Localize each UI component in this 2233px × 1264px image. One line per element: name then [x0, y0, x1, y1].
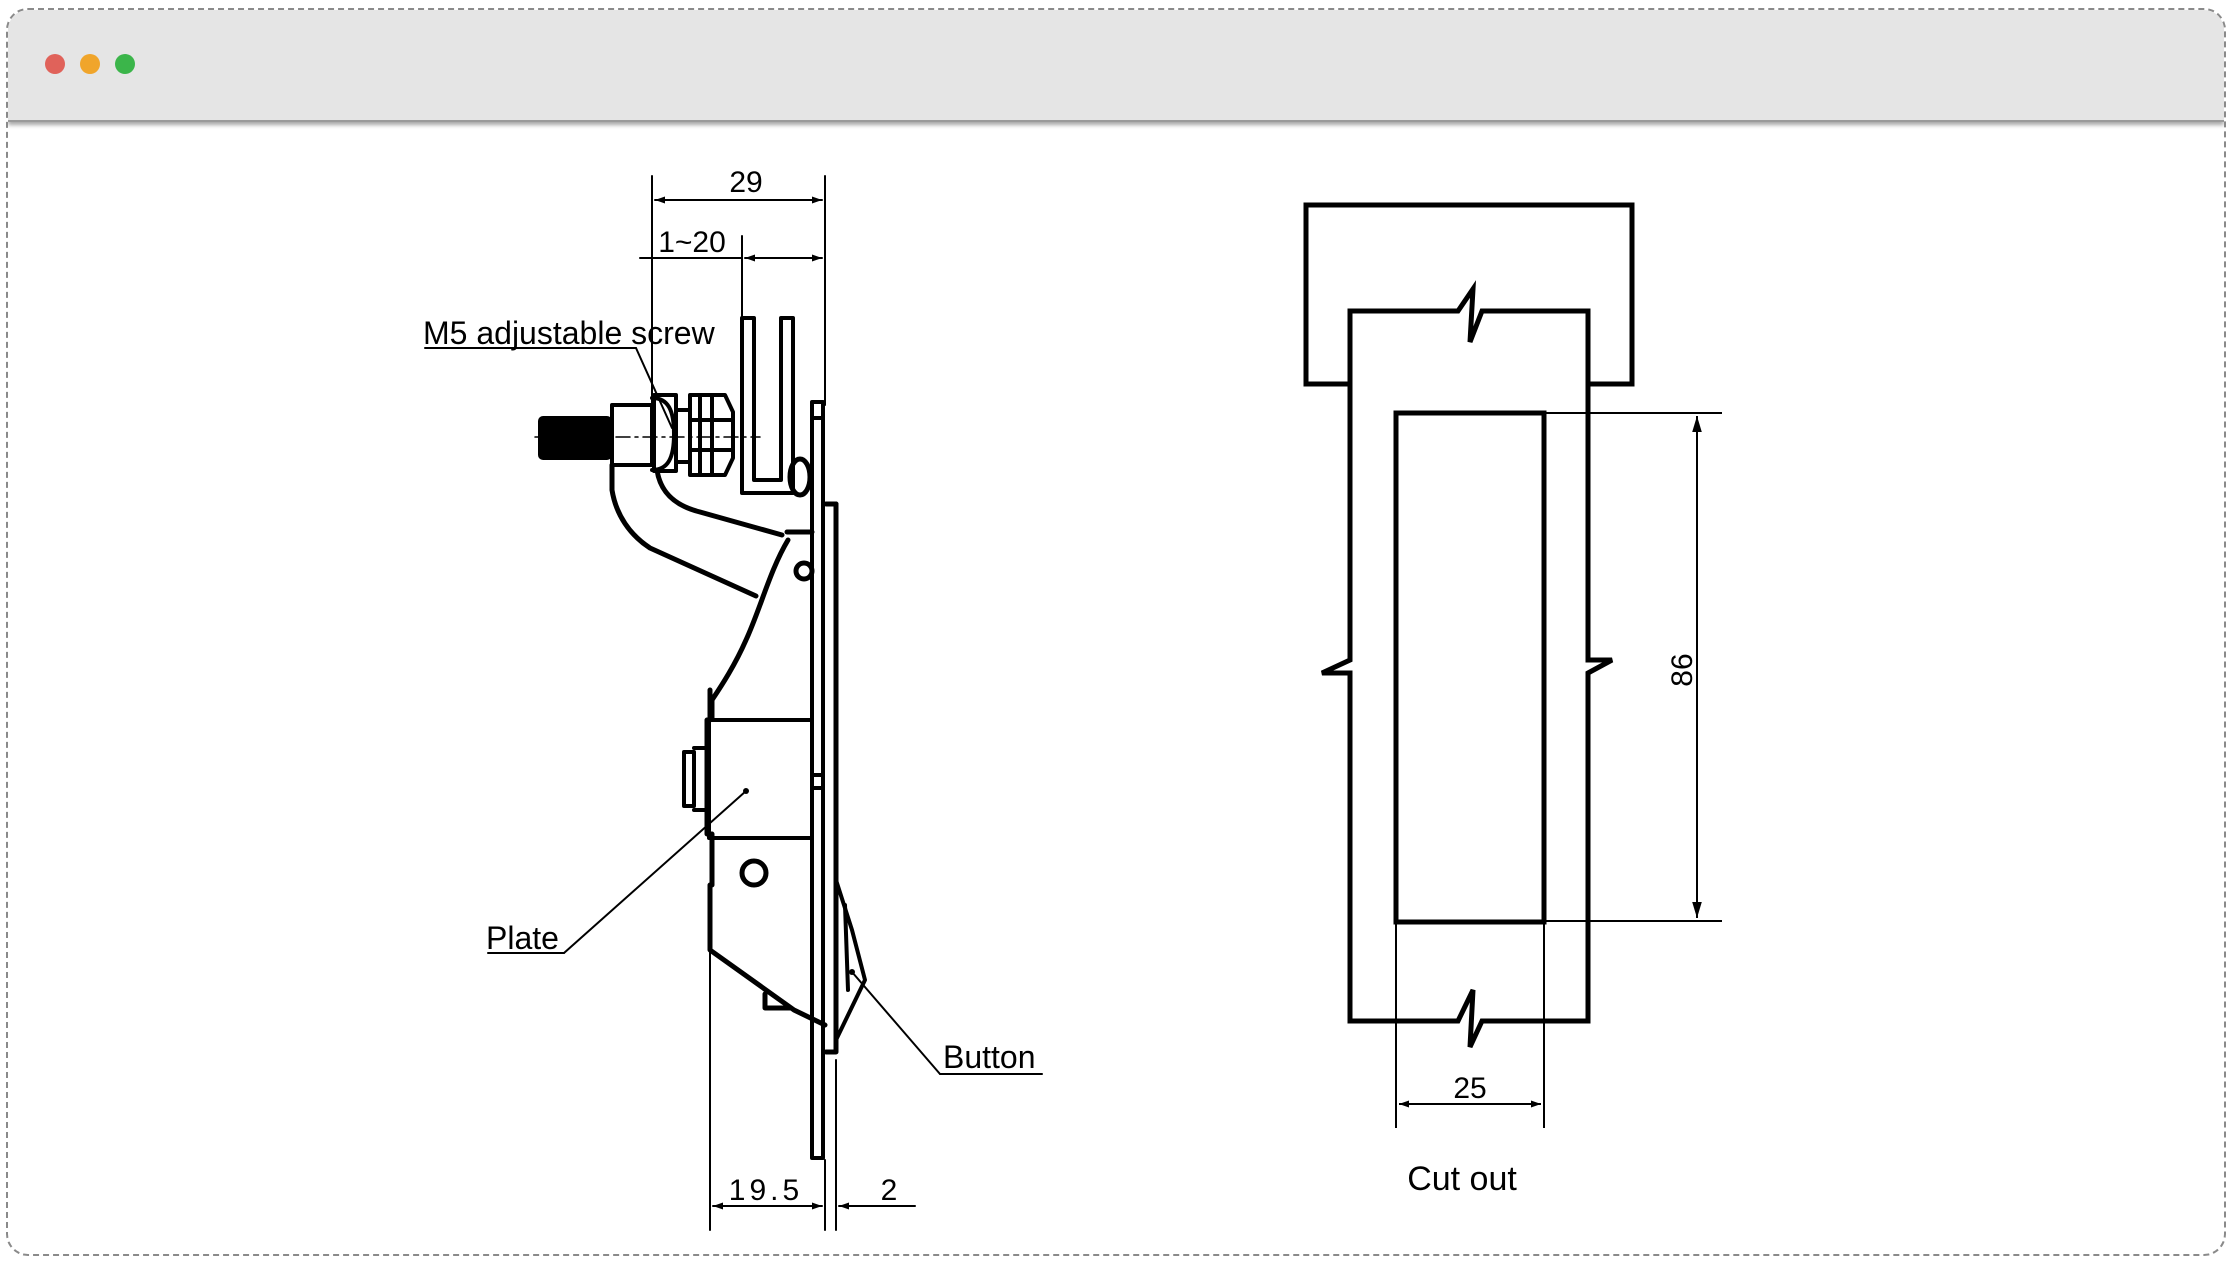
- cutout-label: Cut out: [1407, 1160, 1517, 1198]
- zoom-window-button[interactable]: [115, 54, 135, 74]
- plate-label: Plate: [486, 920, 559, 956]
- mounting-clip: [740, 316, 795, 495]
- cutout-top-box: [1303, 202, 1635, 387]
- close-window-button[interactable]: [45, 54, 65, 74]
- screw-label: M5 adjustable screw: [423, 315, 716, 351]
- title-bar: [8, 10, 2224, 122]
- dimension-1-20-label: 1~20: [658, 226, 726, 259]
- button-label: Button: [943, 1039, 1036, 1075]
- dimension-25-label: 25: [1453, 1072, 1486, 1105]
- cutout-dimensions: [1395, 412, 1722, 1128]
- dimension-29-label: 29: [729, 166, 762, 199]
- adjustable-screw: [538, 393, 735, 477]
- cutout-rectangle: [1393, 410, 1547, 925]
- browser-window: [6, 8, 2226, 1256]
- housing-plate: [704, 501, 839, 1055]
- cutout-view: [1303, 202, 1635, 1049]
- side-view: [424, 175, 1043, 1231]
- button-part: [834, 878, 867, 1042]
- plate-leader: [487, 790, 747, 954]
- screw-leader: [424, 347, 673, 429]
- cutout-panel: [1320, 280, 1614, 1049]
- side-view-labels: 29 1~20 M5 adjustable screw Plate Button…: [423, 166, 1036, 1207]
- cutout-labels: 86 25 Cut out: [1407, 653, 1699, 1198]
- dimension-19-5-label: 19.5: [729, 1174, 803, 1207]
- dimension-2: [835, 1059, 916, 1231]
- dimension-2-label: 2: [881, 1174, 898, 1207]
- button-leader: [851, 971, 1043, 1075]
- plate-box: [682, 718, 824, 840]
- dimension-1-20: [639, 235, 823, 326]
- minimize-window-button[interactable]: [80, 54, 100, 74]
- dimension-86-label: 86: [1666, 653, 1699, 686]
- cam-arm: [609, 456, 813, 599]
- dimension-19-5: [709, 949, 826, 1231]
- dimension-29: [651, 175, 826, 426]
